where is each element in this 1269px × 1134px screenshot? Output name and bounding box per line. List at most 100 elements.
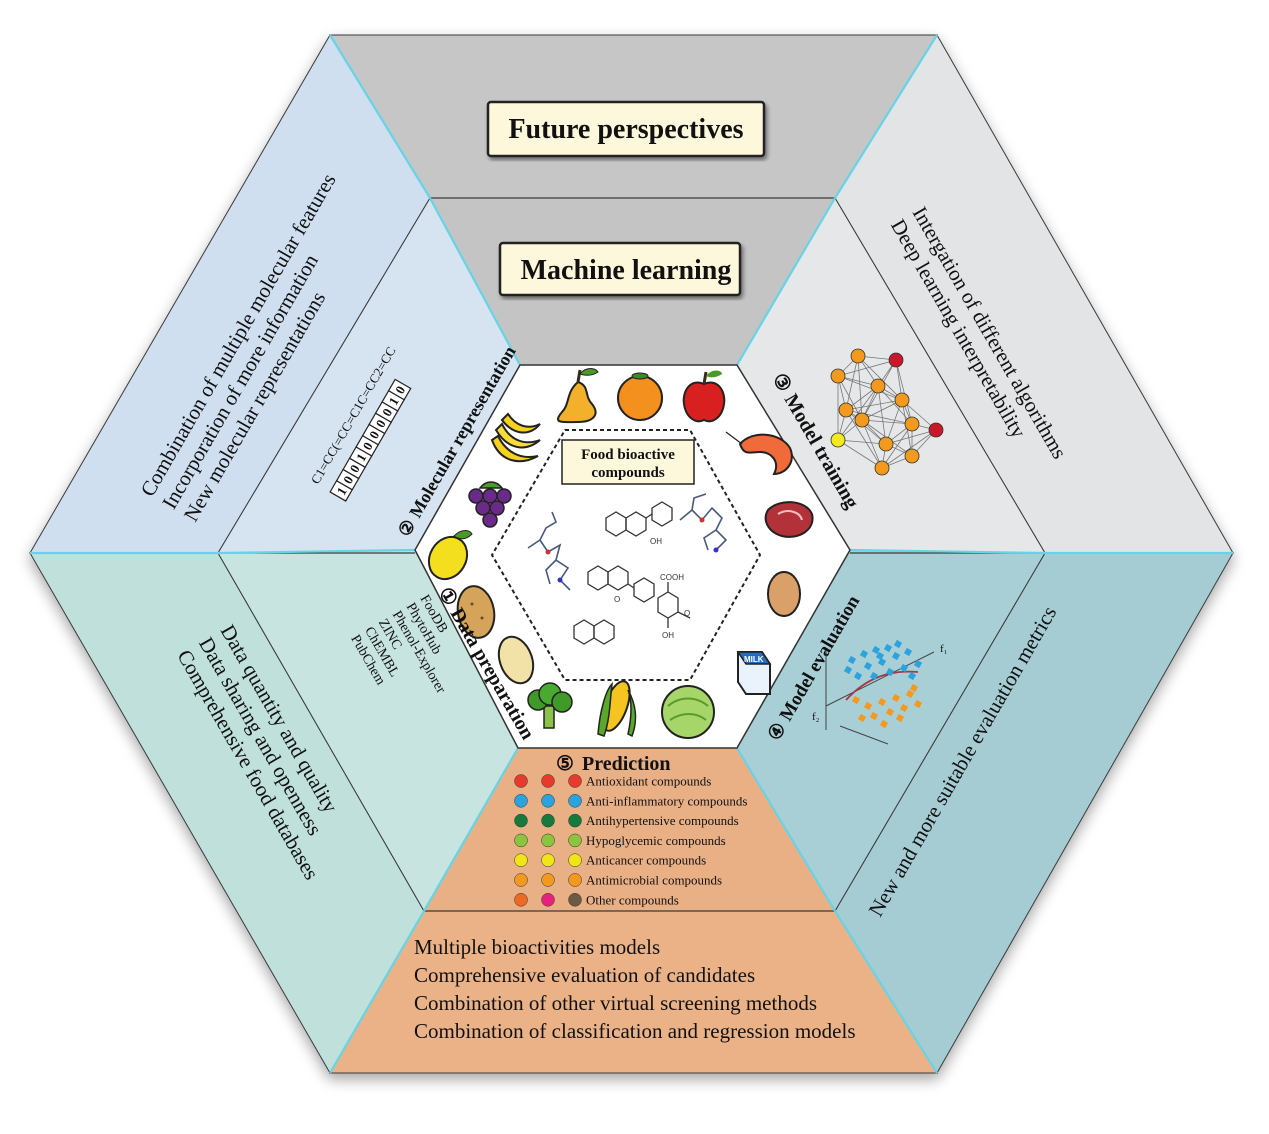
potato-icon [456,585,496,639]
future-bot-0: Multiple bioactivities models [414,935,660,959]
neural-network-node [904,416,920,432]
future-bot-3: Combination of classification and regres… [414,1019,856,1043]
scatter-point-negative [879,719,889,729]
fingerprint-bit: 1 [348,446,373,469]
fingerprint-bit: 0 [335,468,360,491]
center-dashed-hexagon [490,429,762,681]
prediction-dot [541,794,555,808]
neural-network-node [928,422,944,438]
scatter-point-positive [899,663,909,673]
chemical-structures: OH O COOH OH O [527,493,728,645]
prediction-label: Antioxidant compounds [586,774,711,789]
scatter-point-negative [863,701,873,711]
scatter-point-positive [843,665,853,675]
prediction-row: Anticancer compounds [514,853,706,868]
neural-network-node [888,352,904,368]
neural-network-edge [861,419,883,469]
neural-network-edge [895,359,913,425]
neural-network-node [870,378,886,394]
scatter-point-negative [891,693,901,703]
machine-learning-box: Machine learning [498,241,742,297]
neural-network-edge [837,439,883,469]
complex-molecule-left [527,511,571,591]
food-bioactive-line2: compounds [591,465,665,481]
neural-network-edge [861,419,913,425]
vanillic-oh-label: OH [662,631,674,640]
axis-f1-label: f₁ [940,643,948,655]
scatter-point-positive [907,671,917,681]
scatter-point-negative [877,697,887,707]
neural-network-edge [845,355,859,411]
meat-icon [764,501,814,538]
grapes-icon [468,481,512,528]
prediction-label: Hypoglycemic compounds [586,833,726,848]
milk-label: MILK [744,655,764,664]
prediction-dot [568,873,582,887]
prediction-label: Anti-inflammatory compounds [586,793,747,808]
axis-f2-label: f₂ [812,711,820,723]
prediction-dot [514,813,528,828]
prediction-dot [568,813,582,828]
complex-molecule-right [679,493,728,553]
scatter-point-negative [895,713,905,723]
scatter-point-positive [877,657,887,667]
scatter-point-positive [903,647,913,657]
neural-network-node [830,432,846,448]
neural-network-edge [881,429,937,469]
vanillic-cooh-label: COOH [660,573,684,582]
neural-network-edge [845,409,887,445]
milk-carton-icon: MILK [736,651,772,695]
food-bioactive-box: Food bioactive compounds [561,439,695,485]
future-bot-2: Combination of other virtual screening m… [414,991,817,1015]
neural-network-edge [837,439,887,445]
neural-network-node [904,448,920,464]
future-perspectives-title: Future perspectives [508,114,743,145]
scatter-point-positive [891,651,901,661]
scatter-point-negative [913,699,923,709]
flavone-oh-label: OH [650,537,662,546]
orange-icon [617,372,663,421]
neural-network-node [894,392,910,408]
prediction-dot [541,833,555,848]
scatter-point-negative [869,711,879,721]
step-prediction: ⑤ Prediction [556,753,671,775]
fingerprint-bit: 0 [387,378,412,401]
fingerprint-bit: 0 [361,423,386,446]
scatter-point-positive [869,671,879,681]
prediction-dot [514,873,528,887]
outer-hexagon [29,34,1234,1074]
vanillic-acid-structure: COOH OH O [657,573,691,640]
prediction-label: Antimicrobial compounds [586,873,722,888]
prediction-dot [514,774,528,788]
prediction-dot [514,853,528,867]
scatter-point-positive [859,649,869,659]
scatter-point-negative [851,695,861,705]
evaluation-plot: f₁ f₂ [812,639,948,745]
prediction-dot [568,774,582,788]
neural-network-edge [885,429,937,445]
banana-icon [490,412,541,463]
prediction-row: Antioxidant compounds [514,774,711,789]
neural-network-edge [837,385,879,441]
future-bot-1: Comprehensive evaluation of candidates [414,963,755,987]
scatter-point-positive [883,643,893,653]
neural-network-edge [845,409,913,425]
neural-network [830,348,944,476]
neural-network-node [878,436,894,452]
broccoli-icon [527,682,573,729]
prediction-label: Antihypertensive compounds [586,813,739,828]
prediction-dot [514,794,528,808]
evaluation-scatter-points [843,639,923,729]
prediction-dot [541,853,555,867]
food-icons: MILK [427,368,814,739]
neural-network-edge [881,423,913,469]
neural-network-edge [845,409,883,469]
prediction-row: Other compounds [514,892,679,907]
machine-learning-title: Machine learning [521,255,732,286]
fingerprint-bit: 0 [355,434,380,457]
scatter-point-negative [857,713,867,723]
bean-icon [497,635,535,685]
